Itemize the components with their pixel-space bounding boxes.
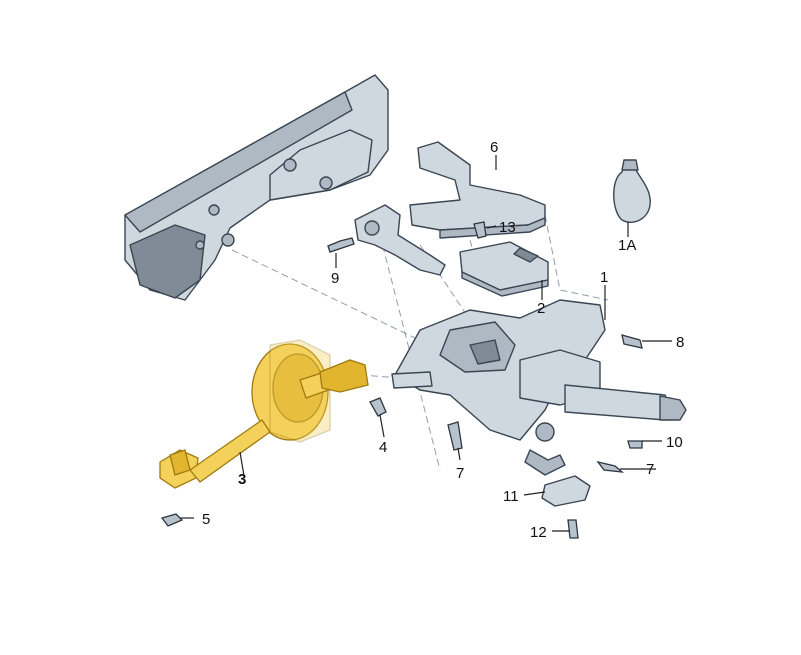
callout-1a: 1A	[618, 237, 636, 254]
callout-1: 1	[600, 269, 608, 286]
callout-10: 10	[666, 434, 683, 451]
part-1a-cap	[613, 159, 651, 223]
callout-7-column: 7	[456, 465, 464, 482]
part-6-bracket	[354, 141, 546, 276]
callout-5: 5	[202, 511, 210, 528]
leader-lines	[180, 155, 672, 532]
callout-labels: 1 1A 2 3 4 5 6 7 7 8 9 10 11 12 13	[202, 139, 684, 541]
callout-6: 6	[490, 139, 498, 156]
callout-11: 11	[503, 488, 519, 505]
callout-3: 3	[238, 471, 246, 488]
fasteners	[160, 221, 643, 539]
callout-8: 8	[676, 334, 684, 351]
part-2-module	[459, 241, 549, 297]
part-3-steering-shaft	[159, 339, 369, 489]
callout-2: 2	[537, 300, 545, 317]
callout-9: 9	[331, 270, 339, 287]
callout-12: 12	[530, 524, 547, 541]
callout-7-right: 7	[646, 461, 654, 478]
part-1-steering-column	[391, 299, 687, 476]
body-cross-member	[124, 74, 389, 301]
callout-4: 4	[379, 439, 387, 456]
callout-13: 13	[499, 219, 516, 236]
